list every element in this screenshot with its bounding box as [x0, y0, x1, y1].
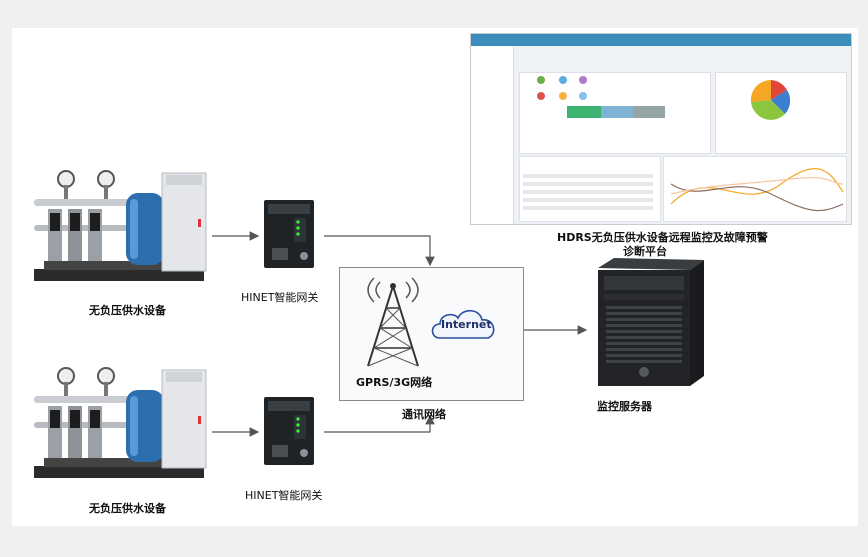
platform-title-line2: 诊断平台	[623, 245, 667, 258]
cloud-icon	[431, 309, 495, 339]
internet-label: Internet	[441, 318, 492, 331]
gateway-icon	[264, 397, 314, 465]
equipment-top-label: 无负压供水设备	[89, 304, 166, 317]
dashboard-header	[471, 34, 851, 46]
pump-station-icon	[34, 170, 207, 281]
arrow-gateway-top-to-network	[324, 235, 435, 267]
server-label: 监控服务器	[597, 400, 652, 413]
arrow-gateway-bottom-to-network	[324, 414, 435, 433]
platform-title-line1: HDRS无负压供水设备远程监控及故障预警	[557, 231, 768, 244]
dashboard-table-panel	[519, 156, 661, 222]
dashboard-sidebar	[471, 46, 514, 224]
radio-tower-icon	[367, 277, 419, 367]
server-tower-icon	[598, 258, 704, 386]
gateway-top-label: HINET智能网关	[241, 291, 319, 304]
gprs-label: GPRS/3G网络	[356, 376, 433, 389]
equipment-bottom-label: 无负压供水设备	[89, 502, 166, 515]
platform-dashboard	[470, 33, 852, 225]
gateway-icon	[264, 200, 314, 268]
dashboard-graphics	[523, 76, 844, 212]
pump-station-icon	[34, 367, 207, 478]
gateway-bottom-label: HINET智能网关	[245, 489, 323, 502]
network-label: 通讯网络	[402, 408, 446, 421]
